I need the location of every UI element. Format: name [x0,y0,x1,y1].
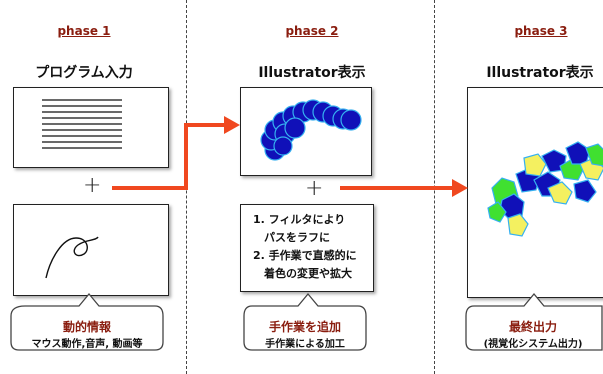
phase-divider-2 [434,0,435,374]
callout-final-output [465,292,603,351]
phase-2-label: phase 2 [285,24,339,38]
final-colored-shapes [487,141,603,237]
step-line: パスをラフに [253,231,330,244]
callout-final-output-subtitle: (視覚化システム出力) [483,339,583,350]
manual-steps-box: 1. フィルタにより パスをラフに 2. 手作業で直感的に 着色の変更や拡大 [240,204,374,292]
callout-manual-work-title: 手作業を追加 [268,320,341,334]
phase-1-title: プログラム入力 [35,65,133,81]
step-line: 2. 手作業で直感的に [253,249,357,262]
final-output-box [467,87,603,298]
callout-dynamic-info-subtitle: マウス動作,音声, 動画等 [31,339,143,350]
program-input-box [13,87,169,168]
phase-1-label: phase 1 [57,24,111,38]
mouse-trace-icon [45,236,99,279]
dynamic-input-box [13,204,169,296]
phase-3-label: phase 3 [514,24,568,38]
plus-sign-1: + [83,173,102,198]
illustrator-view-box [240,87,372,176]
phase-divider-1 [186,0,187,374]
rough-path-preview [260,99,362,161]
plus-sign-2: + [305,176,324,201]
phase-2-title: Illustrator表示 [258,65,366,81]
callout-dynamic-info-title: 動的情報 [62,320,111,334]
callout-manual-work-subtitle: 手作業による加工 [265,339,345,350]
callout-final-output-title: 最終出力 [508,320,557,334]
callout-manual-work [243,292,367,351]
code-lines-icon [42,99,122,149]
callout-dynamic-info [10,292,164,351]
step-line: 着色の変更や拡大 [253,267,352,280]
phase-3-title: Illustrator表示 [486,65,594,81]
step-line: 1. フィルタにより [253,213,346,226]
manual-steps-list: 1. フィルタにより パスをラフに 2. 手作業で直感的に 着色の変更や拡大 [253,211,357,283]
